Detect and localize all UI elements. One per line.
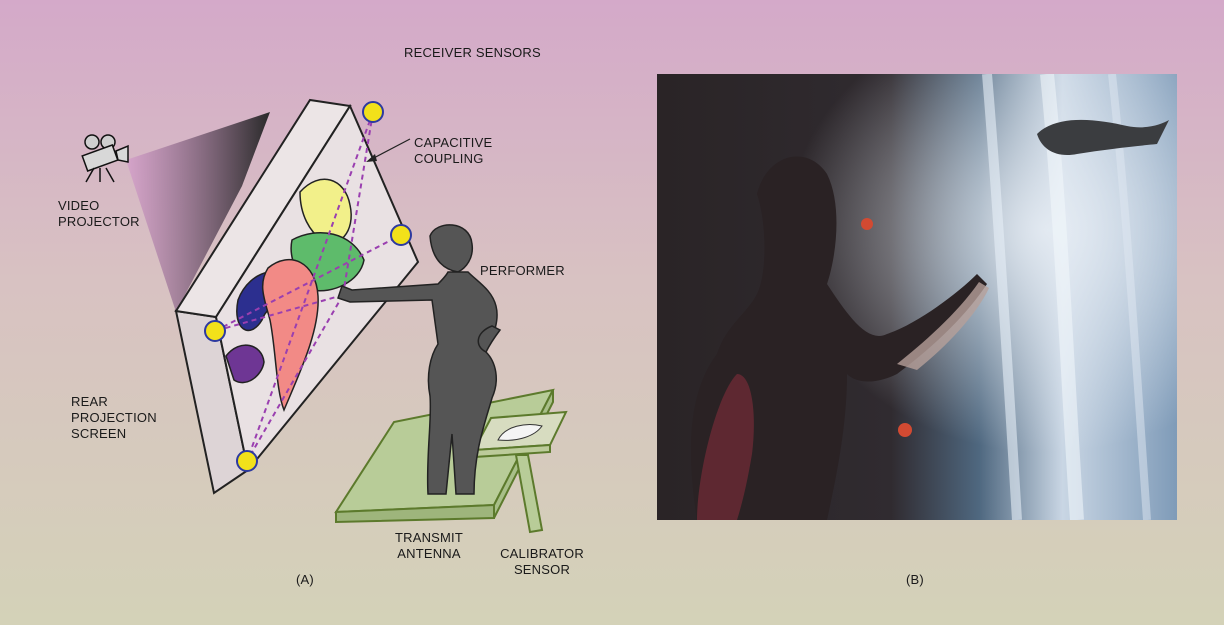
caption-panel-a: (A) <box>296 572 314 588</box>
caption-panel-b: (B) <box>906 572 924 588</box>
video-projector-icon <box>82 135 128 182</box>
receiver-sensor-left <box>205 321 225 341</box>
receiver-sensor-bottom <box>237 451 257 471</box>
label-receiver-sensors: RECEIVER SENSORS <box>404 45 541 61</box>
capacitive-arrow <box>370 139 410 160</box>
receiver-sensor-top <box>363 102 383 122</box>
panel-b-photo <box>657 74 1177 520</box>
label-performer: PERFORMER <box>480 263 565 279</box>
receiver-sensor-right <box>391 225 411 245</box>
